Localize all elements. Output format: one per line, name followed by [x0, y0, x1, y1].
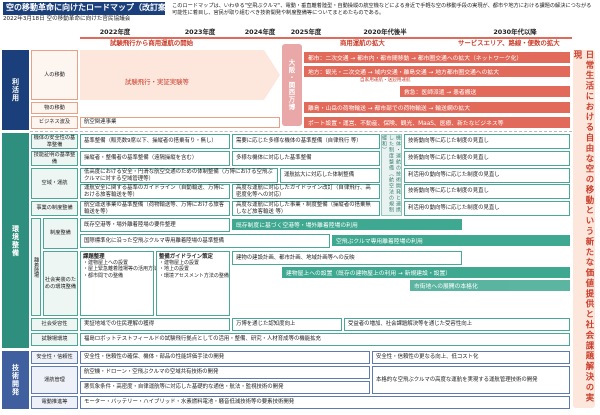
social-left: 実証地域での住民理解の獲得	[80, 318, 230, 331]
vision-banner: 日常生活における自由な空の移動という新たな価値提供と社会課題解決の実現	[573, 50, 595, 408]
port-sys2: 国際標準化に沿った空飛ぶクルマ専用離着陸場の基準整備	[80, 234, 330, 248]
timeline-axis	[80, 37, 572, 39]
safety-left: 安全性・信頼性の確保、機体・部品の性能評価手法の開発	[80, 351, 370, 364]
cat-safety: 安全性・信頼性	[31, 351, 78, 364]
year-2023: 2023年度	[184, 28, 216, 36]
phase-2: 商用運航の拡大	[340, 39, 385, 47]
propulsion-text: モーター・バッテリー・ハイブリッド・水素燃料電池・騒音低減技術等の要素技術開発	[80, 396, 570, 409]
port-impl3: 市街地への展開の本格化	[410, 280, 570, 291]
guide-title: 整備ガイドライン策定	[159, 254, 213, 260]
env1-far: 技術動向等に応じた制度の見直し	[404, 151, 570, 166]
cat-testfield: 試験場環境	[31, 333, 78, 346]
env1-left: 操縦者・整備者の基準整備（遠隔操縦を含む）	[80, 151, 230, 166]
regulation-note: 機体・運航の技術開発と連携した制度整備（航空法の規制緩和）	[381, 134, 402, 216]
social-mid: 万博を通じた認知度向上	[232, 318, 342, 331]
env4-left: 航空運送事業の基準整備（荷物輸送等、万博における旅客輸送を等）	[80, 201, 230, 216]
cat-airspace: 空域・運航	[31, 168, 78, 199]
env3-right: 高度な運航に対応したガイドライン改訂（自律飛行、高密度化等への対応）	[232, 184, 380, 199]
guide-1: ・建物屋上の設置	[159, 260, 200, 267]
section-tech: 技術開発	[2, 351, 29, 409]
use-goods: 離島・山岳の荷物輸送 → 都市部での荷物輸送 → 輸送網の拡大	[304, 102, 570, 113]
env0-left: 基準整備（販売数9席以下、操縦者の搭乗有り・無し）	[80, 134, 230, 149]
year-2025: 2025年度	[290, 28, 322, 36]
cat-social: 社会受容性	[31, 318, 78, 331]
cat-goods: 物の移動	[31, 102, 78, 114]
port-impl2: 建物屋上への設置（既存の建物屋上の利用 → 新規建設・設置）	[282, 267, 570, 278]
env4-far: 利活用の動向等に応じた制度の見直し	[404, 201, 570, 216]
port-impl1: 建物の建設計画、都市計画、地域計画等への反映	[232, 251, 462, 265]
env0-far: 技術動向等に応じた制度の見直し	[404, 134, 570, 149]
phase-1: 試験飛行から商用運航の開始	[110, 39, 194, 47]
cat-aircraft-safety: 機体の安全性の基準整備	[31, 134, 78, 149]
divider	[30, 131, 572, 132]
biz-right: ポート設置・運営、不動産、保険、観光、MaaS、医療、新たなビジネス等	[304, 117, 570, 128]
use-city: 都市：二次交通 → 都市内・都市間移動 → 都市圏交通への拡大（ネットワーク化）	[304, 52, 570, 63]
cat-ops: 運航管理	[31, 366, 78, 394]
cat-business-system: 事業の制度整備	[31, 201, 78, 216]
env3-left: 運航安全に関する基準のガイドライン（自動輸送、万博における旅客輸送を等）	[80, 184, 230, 199]
biz-left: 航空関連事業	[80, 117, 280, 128]
issues-box: 課題整理 ・建物屋上への設置 ・屋上緊急離着陸場等の活用方法 ・都市間での整備	[80, 251, 159, 316]
testfield-text: 福島ロボットテストフィールドの試験飛行拠点としての活用・整備、研究・人材育成等の…	[80, 333, 570, 346]
page-subtitle: 2022年3月18日 空の移動革命に向けた官民協議会	[3, 16, 131, 22]
section-use: 利活用	[2, 50, 29, 130]
expo-osaka: 大阪・関西万博	[282, 44, 302, 126]
section-env: 環境整備	[2, 133, 29, 348]
env3-far: 技術動向等に応じた制度の見直し	[404, 184, 570, 199]
trial-area	[80, 50, 280, 100]
use-private-note: 自家用運航・送迎用運航	[360, 78, 411, 83]
ops-left2: 悪気象条件・高密度・自律運航等に対応した基礎的な通信・航法・監視技術の開発	[80, 381, 370, 394]
year-2022: 2022年度	[99, 28, 131, 36]
year-2030s: 2030年代以降	[493, 28, 537, 36]
cat-propulsion: 電動推進等	[31, 396, 78, 409]
use-medical: 救急：医師派遣 → 患者搬送	[400, 86, 570, 97]
guide-2: ・地上の設置	[159, 266, 190, 273]
cat-people: 人の移動	[31, 50, 78, 100]
env1-right: 多様な機体に対応した基準整備	[232, 151, 380, 166]
safety-right: 安全性・信頼性の更なる向上、低コスト化	[372, 351, 570, 364]
year-2020s: 2020年代後半	[363, 28, 407, 36]
issues-title: 課題整理	[83, 254, 105, 260]
issue-2: ・屋上緊急離着陸場等の活用方法	[83, 266, 159, 273]
cat-business: ビジネス波及	[31, 116, 78, 129]
env0-right: 需要に応じた多様な機体の基準整備（自律飛行 等）	[232, 134, 380, 149]
phase-3: サービスエリア、路線・便数の拡大	[458, 39, 560, 47]
env2-left: 低高度における安全・円滑な航空交通のための体制整備（万博における空飛ぶクルマに対…	[80, 168, 278, 183]
env2-right: 運航拡大に対応した体制整備	[280, 168, 380, 183]
guide-3: ・環境アセスメント方法の整備	[159, 272, 229, 279]
cat-license: 技能証明の基準整備	[31, 151, 78, 166]
port-sys2b: 空飛ぶクルマ専用離着陸場の利用	[332, 235, 570, 246]
cat-port-group: 離着陸場	[31, 218, 41, 316]
use-regional: 地方：観光・二次交通 → 域内交通・離島交通 → 地方都市圏交通への拡大	[304, 66, 570, 77]
issue-3: ・都市間での整備	[83, 272, 124, 279]
cat-port-system: 制度整備	[43, 218, 78, 249]
env4-right: 高度な運航に対応した事業・制度整備（操縦者の搭乗無しなど旅客輸送 等）	[232, 201, 380, 216]
ops-left1: 航空機・ドローン・空飛ぶクルマの空域共有技術の開発	[80, 366, 370, 379]
env2-far: 利活用の動向等に応じた制度の見直し	[404, 168, 570, 183]
year-2024: 2024年度	[244, 28, 276, 36]
page-description: このロードマップは、いわゆる"空飛ぶクルマ"、電動・垂直離着陸型・自動操縦の航空…	[172, 3, 592, 17]
ops-right: 本格的な空飛ぶクルマの高度な運航を実現する運航管理技術の開発	[372, 366, 570, 394]
cat-port-impl: 社会実装のための環境整備	[43, 251, 78, 316]
guide-box: 整備ガイドライン策定 ・建物屋上の設置 ・地上の設置 ・環境アセスメント方法の整…	[156, 251, 230, 316]
page-title: 空の移動革命に向けたロードマップ（改訂案）	[3, 2, 174, 15]
trial-label: 試験飛行・実証実験等	[125, 78, 189, 86]
port-sys1b: 既存制度に基づく空港等・場外離着陸場の利用	[232, 219, 462, 230]
port-sys1: 既存空港等・場外離着陸場の要件整理	[80, 218, 230, 232]
social-right: 受益者の増加、社会課題解決等を通じた受容性向上	[344, 318, 570, 331]
issue-1: ・建物屋上への設置	[83, 260, 129, 267]
